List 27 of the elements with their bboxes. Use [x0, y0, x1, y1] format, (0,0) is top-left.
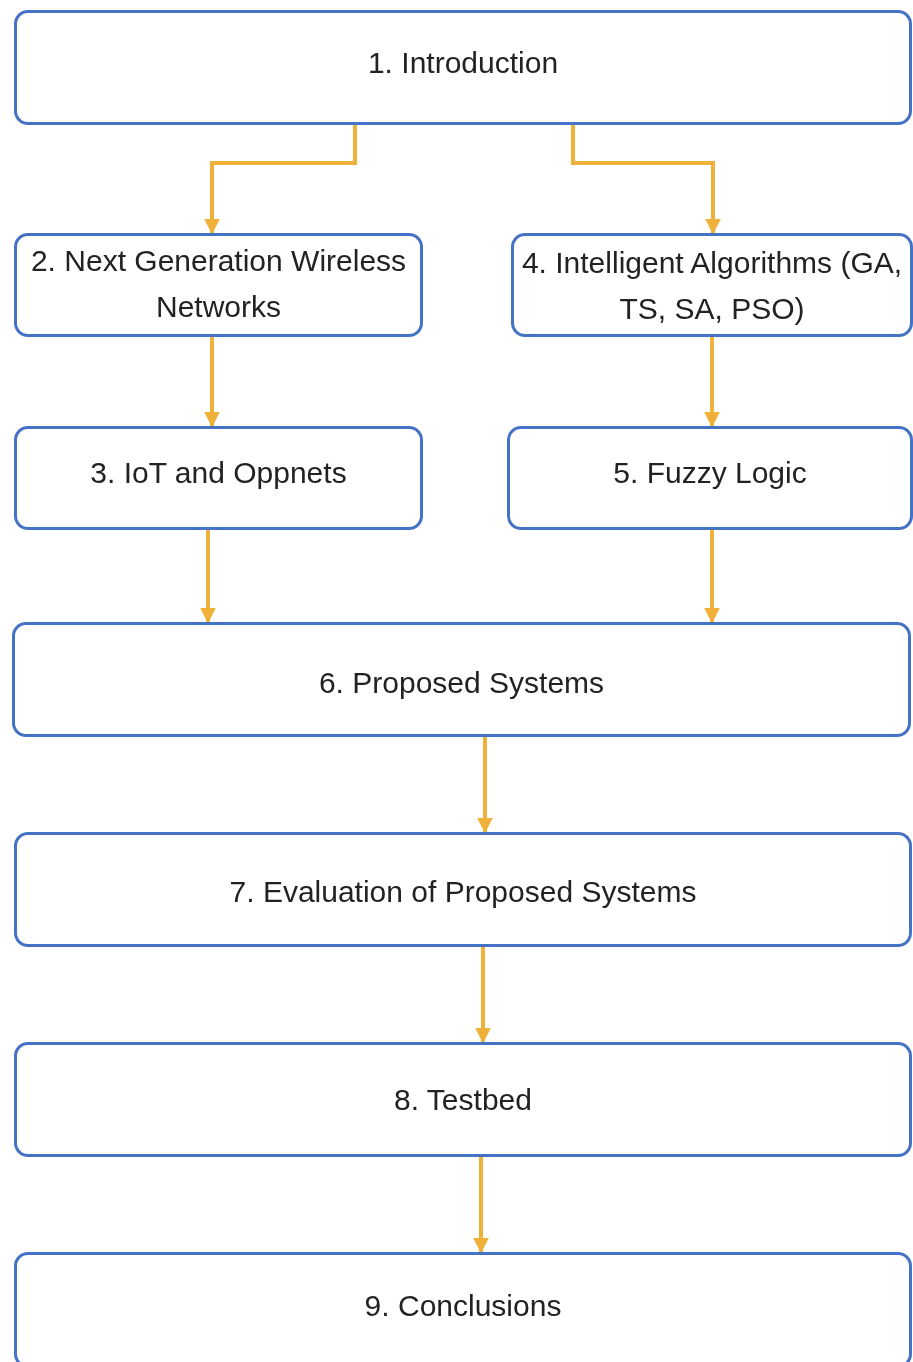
- arrow: [200, 530, 216, 624]
- node-label: 8. Testbed: [394, 1082, 532, 1118]
- node-label: 1. Introduction: [367, 45, 559, 81]
- node-label: 4. Intelligent Algorithms (GA, TS, SA, PSO): [520, 245, 904, 327]
- process-box: [14, 426, 423, 530]
- arrow: [204, 337, 220, 428]
- process-box: [511, 233, 913, 337]
- arrow: [204, 125, 357, 235]
- arrow: [473, 1157, 489, 1254]
- process-box: [12, 622, 911, 737]
- process-box: [14, 1252, 912, 1362]
- process-box: [14, 10, 912, 125]
- node-label: 3. IoT and Oppnets: [90, 455, 347, 491]
- node-label: 5. Fuzzy Logic: [613, 455, 807, 491]
- node-label: 7. Evaluation of Proposed Systems: [229, 874, 697, 910]
- arrow: [475, 947, 491, 1044]
- node-label: 2. Next Generation Wireless Networks: [29, 243, 408, 325]
- node-label: 6. Proposed Systems: [318, 665, 605, 701]
- process-box: [14, 233, 423, 337]
- process-box: [14, 832, 912, 947]
- arrow: [704, 530, 720, 624]
- arrow: [704, 337, 720, 428]
- arrow: [571, 125, 721, 235]
- process-box: [507, 426, 913, 530]
- arrow: [477, 737, 493, 834]
- node-label: 9. Conclusions: [364, 1288, 562, 1324]
- process-box: [14, 1042, 912, 1157]
